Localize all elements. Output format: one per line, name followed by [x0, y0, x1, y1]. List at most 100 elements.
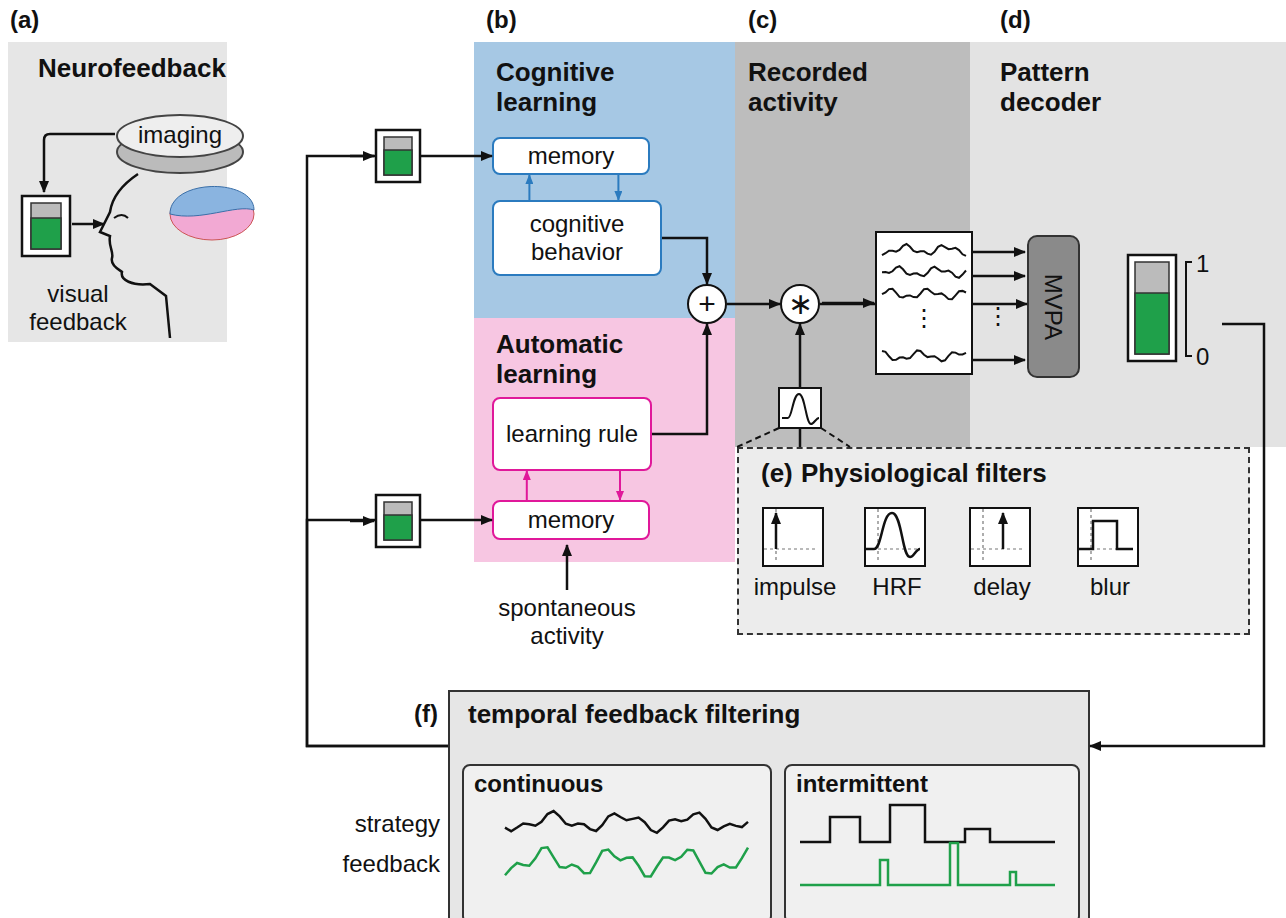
filter-box: HRF	[864, 507, 926, 567]
drawing-stroke	[882, 289, 966, 300]
subpanel: intermittent	[784, 764, 1080, 918]
drawing-stroke	[1079, 509, 1133, 561]
panel-heading: intermittent	[796, 770, 928, 798]
drawing-stroke	[882, 244, 966, 361]
panel-tag: (a)	[10, 6, 39, 34]
drawing-stroke	[764, 509, 1133, 561]
band: Automatic learning learning rule memory	[474, 318, 735, 562]
connector	[307, 156, 492, 746]
ellipsis: ⋮	[912, 304, 936, 332]
drawing-stroke	[170, 188, 254, 240]
scale-label: 0	[1196, 343, 1209, 371]
box-label: learning rule	[506, 420, 638, 448]
box-label: cognitive behavior	[494, 210, 660, 265]
drawing-stroke	[22, 196, 70, 256]
drawing-stroke	[764, 509, 818, 561]
panel-heading: continuous	[474, 770, 603, 798]
panel-tag: (d)	[1000, 6, 1031, 34]
panel-heading: blur	[1039, 573, 1181, 601]
panel: (f)temporal feedback filteringcontinuous…	[448, 690, 1090, 918]
connector	[307, 520, 492, 746]
drawing-stroke	[22, 196, 70, 256]
process-box: learning rule	[492, 397, 652, 471]
drawing-stroke	[384, 502, 412, 540]
drawing-stroke	[779, 388, 821, 428]
drawing-stroke	[1128, 255, 1176, 361]
box-label: +	[698, 289, 716, 319]
process-box: memory	[492, 500, 650, 540]
connector	[820, 303, 1027, 306]
scale-label: 1	[1196, 250, 1209, 278]
filter-box: blur	[1077, 507, 1139, 567]
drawing-stroke	[971, 509, 1025, 561]
connector	[526, 471, 528, 500]
drawing-stroke	[114, 215, 128, 218]
drawing-stroke	[882, 266, 966, 278]
drawing-stroke	[384, 150, 412, 175]
filter-box: impulse	[762, 507, 824, 567]
connector	[1090, 324, 1264, 746]
panel-tag: (f)	[414, 700, 438, 728]
panel: (a)Neurofeedbackimaging	[8, 42, 227, 342]
drawing-stroke	[384, 515, 412, 540]
filter-box: delay	[969, 507, 1031, 567]
drawing-stroke	[866, 513, 920, 557]
panel-tag: (c)	[748, 6, 777, 34]
device-top	[117, 115, 243, 157]
imaging-device: imaging	[115, 112, 245, 176]
panel-heading: Recorded activity	[748, 58, 948, 118]
drawing-stroke	[566, 545, 569, 590]
drawing-stroke	[505, 811, 748, 833]
drawing-stroke	[72, 223, 104, 226]
drawing-stroke	[100, 174, 170, 338]
panel-heading: HRF	[826, 573, 968, 601]
convolution-circle: ∗	[780, 284, 820, 324]
drawing-stroke	[350, 155, 374, 158]
drawing-stroke	[44, 134, 115, 192]
drawing-stroke	[972, 275, 1025, 278]
panel-tag: (b)	[486, 6, 517, 34]
drawing-stroke	[505, 847, 748, 876]
panel-heading: temporal feedback filtering	[468, 700, 800, 730]
connector	[727, 303, 780, 306]
drawing-stroke	[775, 513, 778, 549]
connector	[528, 175, 530, 200]
ellipsis: ⋮	[986, 302, 1010, 330]
drawing-stroke	[800, 805, 1055, 842]
drawing-stroke	[350, 520, 374, 523]
drawing-stroke	[384, 137, 412, 175]
panel-heading: Automatic learning	[496, 330, 696, 390]
drawing-stroke	[1079, 521, 1133, 549]
connector	[799, 324, 802, 447]
drawing-stroke	[31, 203, 61, 249]
drawing-stroke	[505, 811, 748, 876]
drawing-stroke	[376, 130, 420, 547]
caption-label: visual feedback	[8, 280, 148, 335]
panel-heading: Neurofeedback	[38, 54, 226, 84]
panel-heading: delay	[931, 573, 1073, 601]
box-label: imaging	[138, 121, 222, 149]
panel-heading: Pattern decoder	[1000, 58, 1180, 118]
drawing-stroke	[782, 394, 819, 424]
process-box: memory	[492, 137, 650, 175]
panel: (d)Pattern decoderMVPA	[970, 42, 1286, 447]
band: (b)Cognitive learningmemorycognitive beh…	[474, 42, 735, 318]
connector	[652, 324, 707, 434]
panel: (c)Recorded activity∗	[735, 42, 970, 447]
panel-heading: Cognitive learning	[496, 58, 696, 118]
connector	[619, 471, 621, 500]
drawing-stroke	[876, 232, 972, 374]
drawing-stroke	[866, 509, 920, 561]
drawing-stroke	[882, 244, 966, 256]
decoder-box: MVPA	[1027, 235, 1080, 378]
drawing-stroke	[1135, 293, 1169, 354]
drawing-stroke	[1186, 262, 1192, 356]
box-label: MVPA	[1040, 273, 1068, 339]
drawing-stroke	[737, 428, 850, 447]
drawing-stroke	[170, 186, 254, 216]
process-box: cognitive behavior	[492, 200, 662, 276]
axis-label: strategy	[330, 810, 440, 838]
drawing-stroke	[972, 251, 1025, 254]
connector	[617, 175, 619, 200]
sum-circle: +	[687, 284, 727, 324]
